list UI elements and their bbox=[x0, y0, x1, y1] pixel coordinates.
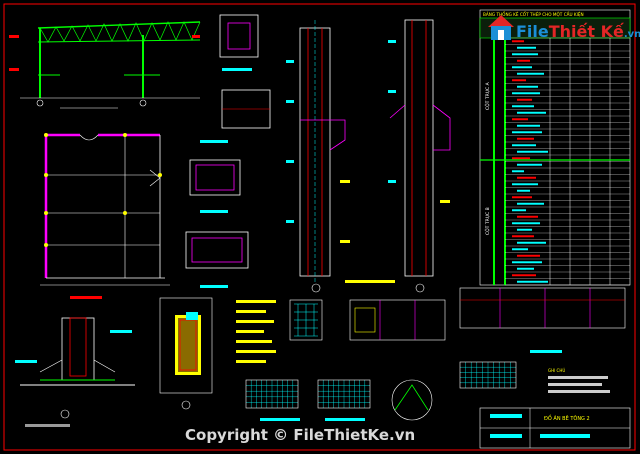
table-row-shape bbox=[512, 53, 538, 56]
rebar-schedule-table bbox=[479, 9, 631, 286]
table-row-shape bbox=[517, 137, 534, 140]
floor-plan bbox=[40, 133, 170, 299]
column-elevation-a bbox=[286, 20, 350, 293]
table-row-shape bbox=[517, 228, 532, 231]
brand-suffix: .vn bbox=[624, 29, 640, 40]
project-title: ĐỒ ÁN BÊ TÔNG 2 bbox=[544, 413, 590, 422]
table-row-shape bbox=[517, 98, 532, 101]
table-row-shape bbox=[512, 274, 536, 277]
table-title: BẢNG THỐNG KÊ CỐT THÉP CHO MỘT CẤU KIỆN bbox=[483, 12, 584, 17]
mesh-details bbox=[245, 361, 517, 421]
svg-text:FileThiết Kế.vn: FileThiết Kế.vn bbox=[516, 22, 640, 41]
cross-sections bbox=[289, 287, 626, 353]
table-row-shape bbox=[517, 72, 544, 75]
copyright-watermark: Copyright © FileThietKe.vn bbox=[185, 426, 415, 444]
table-row-shape bbox=[512, 157, 530, 160]
table-row-shape bbox=[517, 59, 530, 62]
table-row-shape bbox=[517, 267, 534, 270]
table-row-shape bbox=[517, 215, 538, 218]
table-row-shape bbox=[512, 261, 542, 264]
table-row-shape bbox=[517, 254, 540, 257]
truss-frame-elevation bbox=[9, 21, 201, 109]
table-row-shape bbox=[512, 79, 526, 82]
table-row-shape bbox=[512, 222, 540, 225]
table-row-shape bbox=[512, 92, 540, 95]
foundation-section bbox=[15, 317, 135, 427]
table-row-shape bbox=[512, 248, 528, 251]
table-row-shape bbox=[512, 170, 524, 173]
table-row-shape bbox=[517, 189, 530, 192]
table-row-shape bbox=[512, 183, 538, 186]
section-b-label: CỘT TRỤC B bbox=[484, 207, 491, 235]
table-row-shape bbox=[512, 144, 536, 147]
table-row-shape bbox=[512, 196, 532, 199]
table-row-shape bbox=[517, 280, 548, 283]
column-foundation-detail bbox=[159, 297, 276, 410]
section-details bbox=[185, 14, 271, 288]
table-row-shape bbox=[517, 163, 542, 166]
brand-right: Thiết Kế bbox=[549, 22, 625, 41]
table-row-shape bbox=[517, 150, 548, 153]
table-row-shape bbox=[512, 105, 534, 108]
brand-left: File bbox=[516, 22, 549, 41]
table-row-shape bbox=[517, 124, 540, 127]
table-row-shape bbox=[517, 85, 538, 88]
table-row-shape bbox=[517, 176, 536, 179]
table-row-shape bbox=[512, 40, 524, 43]
table-row-shape bbox=[512, 209, 526, 212]
table-row-shape bbox=[512, 235, 534, 238]
notes-block: GHI CHÚ bbox=[548, 368, 610, 393]
rebar-table-rows bbox=[505, 37, 630, 286]
title-block: ĐỒ ÁN BÊ TÔNG 2 bbox=[479, 407, 631, 449]
notes-title: GHI CHÚ bbox=[548, 368, 565, 373]
column-elevation-b bbox=[345, 19, 451, 293]
table-row-shape bbox=[512, 131, 542, 134]
table-row-shape bbox=[512, 66, 532, 69]
section-a-label: CỘT TRỤC A bbox=[484, 81, 491, 110]
table-row-shape bbox=[517, 241, 546, 244]
table-row-shape bbox=[517, 46, 536, 49]
house-logo-icon bbox=[488, 15, 514, 40]
sheet-frame bbox=[3, 3, 636, 451]
brand-watermark: FileThiết Kế.vn bbox=[488, 15, 640, 41]
table-row-shape bbox=[517, 111, 546, 114]
table-row-shape bbox=[512, 118, 528, 121]
table-row-shape bbox=[517, 202, 544, 205]
